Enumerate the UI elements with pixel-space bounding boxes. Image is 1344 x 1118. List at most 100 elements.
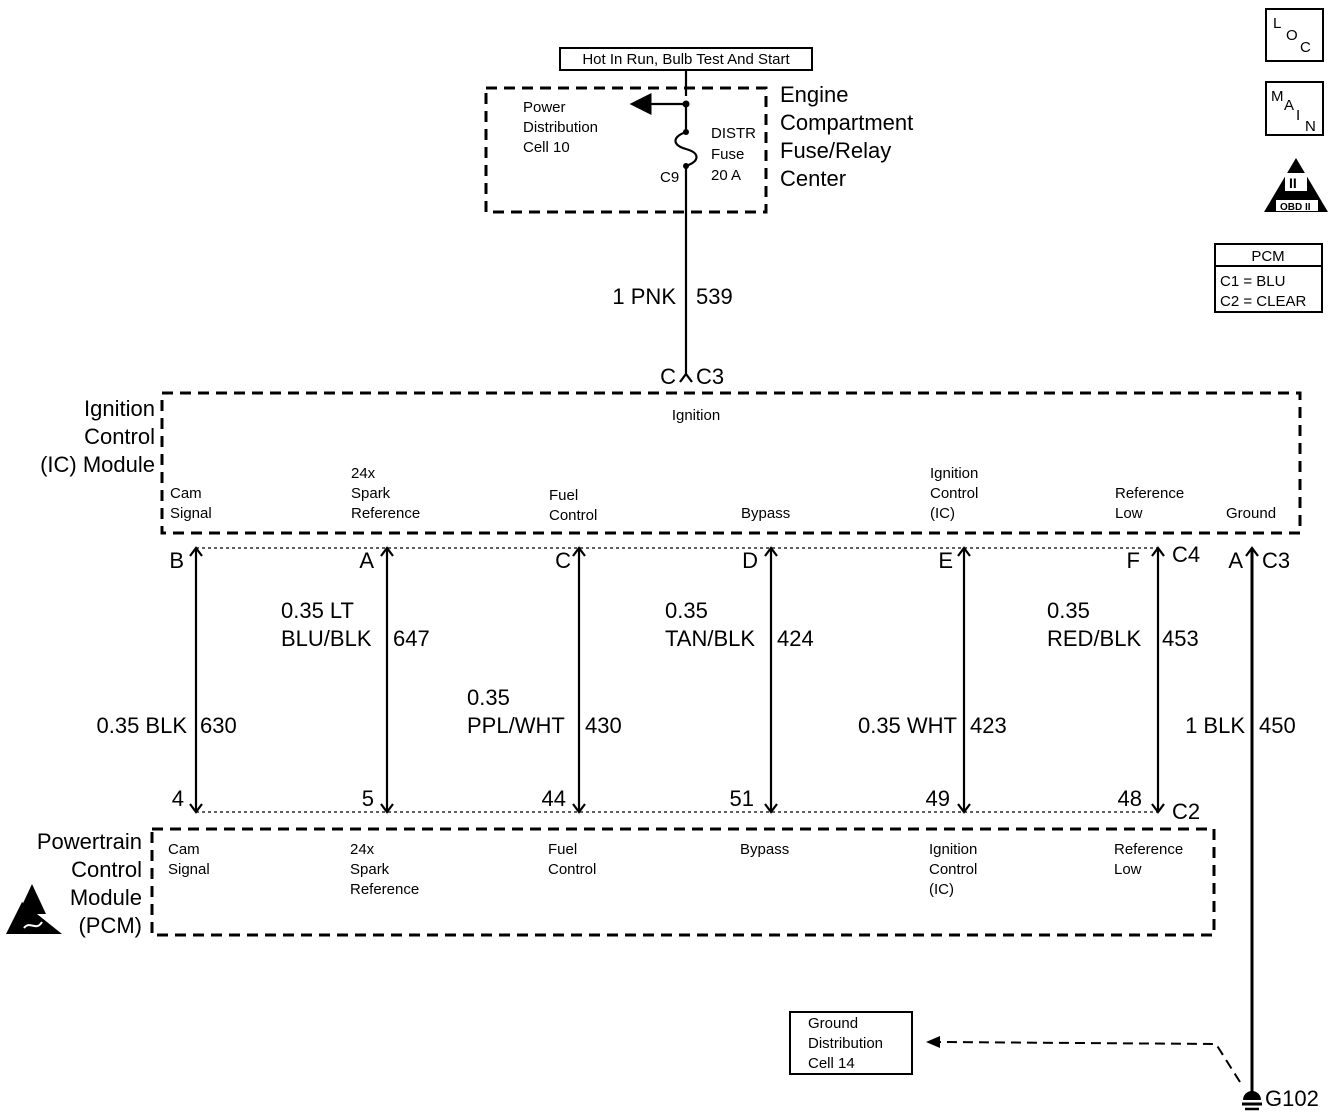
svg-text:Bypass: Bypass [741,505,790,522]
ground-distribution-arrow [926,1036,940,1048]
wire-453 [1151,546,1165,814]
svg-text:Bypass: Bypass [740,841,789,858]
ic-top-pin: C [660,364,676,389]
wire-424-desc-1: 0.35 [665,598,708,623]
wire-424-pcm-pin: 51 [730,786,754,811]
wire-423-pcm-pin: 49 [926,786,950,811]
distr-fuse-label: DISTR Fuse 20 A [711,125,756,184]
ground-symbol [1242,1091,1262,1111]
svg-text:Ignition: Ignition [929,841,977,858]
main-icon[interactable]: M A I N [1265,81,1324,136]
ic-terminal-ignition-control: Ignition Control (IC) [930,465,978,522]
svg-text:DISTR: DISTR [711,125,756,142]
svg-text:24x: 24x [351,465,376,482]
connector-c3-top-symbol [679,372,693,383]
svg-text:Cell 10: Cell 10 [523,139,570,156]
wire-423-ic-pin: E [938,548,953,573]
svg-text:(IC): (IC) [930,505,955,522]
wire-430-desc-2: PPL/WHT [467,713,565,738]
svg-text:Ignition: Ignition [930,465,978,482]
svg-text:Reference: Reference [350,881,419,898]
obd-ii-icon: II OBD II [1264,158,1328,213]
wire-450 [1245,546,1259,1092]
wire-630-circuit: 630 [200,713,237,738]
wire-453-circuit: 453 [1162,626,1199,651]
wire-647-desc-2: BLU/BLK [281,626,372,651]
svg-text:Distribution: Distribution [523,119,598,136]
svg-text:Low: Low [1115,505,1143,522]
ic-terminal-cam-signal: Cam Signal [170,485,212,522]
svg-text:Control: Control [549,507,597,524]
wire-647-ic-pin: A [359,548,374,573]
distr-fuse-symbol [674,104,698,169]
svg-text:(PCM): (PCM) [78,913,142,938]
wire-450-circuit: 450 [1259,713,1296,738]
svg-text:N: N [1305,118,1316,135]
wire-453-desc-1: 0.35 [1047,598,1090,623]
svg-text:I: I [1296,107,1300,124]
svg-text:II: II [1289,175,1297,191]
svg-text:PCM: PCM [1251,248,1284,265]
pcm-terminal-fuel-control: Fuel Control [548,841,596,878]
wire-430 [572,546,586,814]
svg-text:C: C [1300,39,1311,56]
wire-630-ic-pin: B [169,548,184,573]
ground-distribution-box[interactable]: Ground Distribution Cell 14 [789,1011,913,1075]
svg-text:Engine: Engine [780,82,849,107]
ic-terminal-reference-low: Reference Low [1115,485,1184,522]
wire-423-circuit: 423 [970,713,1007,738]
ic-terminal-ground: Ground [1226,505,1276,522]
pcm-connector-legend: PCM C1 = BLU C2 = CLEAR [1214,243,1323,313]
svg-text:Signal: Signal [170,505,212,522]
svg-text:M: M [1271,88,1284,105]
wire-430-circuit: 430 [585,713,622,738]
esd-warning-icon [6,884,62,934]
wire-450-desc: 1 BLK [1185,713,1245,738]
pcm-terminal-reference-low: Reference Low [1114,841,1183,878]
svg-text:Control: Control [71,857,142,882]
wire-423 [957,546,971,814]
svg-text:Cell 14: Cell 14 [808,1055,855,1072]
pcm-terminal-bypass: Bypass [740,841,789,858]
svg-text:Ignition: Ignition [84,396,155,421]
svg-text:Low: Low [1114,861,1142,878]
ic-terminal-fuel-control: Fuel Control [549,487,597,524]
svg-text:Fuel: Fuel [548,841,577,858]
wire-430-pcm-pin: 44 [542,786,566,811]
wire-647-circuit: 647 [393,626,430,651]
svg-text:Powertrain: Powertrain [37,829,142,854]
supply-label-box: Hot In Run, Bulb Test And Start [559,47,813,71]
svg-text:Reference: Reference [351,505,420,522]
svg-text:Spark: Spark [351,485,391,502]
svg-text:Ground: Ground [808,1015,858,1032]
svg-text:Reference: Reference [1115,485,1184,502]
svg-text:Ground: Ground [1226,505,1276,522]
svg-text:Power: Power [523,99,566,116]
wire-424-desc-2: TAN/BLK [665,626,755,651]
ground-point-label: G102 [1265,1086,1319,1111]
ic-module-title: Ignition Control (IC) Module [40,396,155,477]
wire-647-desc-1: 0.35 LT [281,598,354,623]
wire-630-pcm-pin: 4 [172,786,184,811]
pcm-terminal-ignition-control: Ignition Control (IC) [929,841,977,898]
wire-424-circuit: 424 [777,626,814,651]
wire-539-circuit: 539 [696,284,733,309]
loc-icon[interactable]: L O C [1265,8,1324,62]
wire-453-desc-2: RED/BLK [1047,626,1141,651]
svg-text:Control: Control [930,485,978,502]
ground-distribution-link [939,1041,1241,1083]
wire-424-ic-pin: D [742,548,758,573]
wire-424 [764,546,778,814]
svg-text:Center: Center [780,166,846,191]
ic-module-box [160,391,1302,535]
wire-453-pcm-pin: 48 [1118,786,1142,811]
svg-text:Spark: Spark [350,861,390,878]
ic-terminal-24x-spark-reference: 24x Spark Reference [351,465,420,522]
svg-text:Hot In Run, Bulb Test And Star: Hot In Run, Bulb Test And Start [582,51,790,68]
connector-c4-label: C4 [1172,542,1200,567]
svg-text:Fuse: Fuse [711,146,744,163]
ic-top-connector: C3 [696,364,724,389]
pcm-terminal-24x-spark-reference: 24x Spark Reference [350,841,419,898]
svg-text:(IC) Module: (IC) Module [40,452,155,477]
svg-text:OBD II: OBD II [1280,202,1311,213]
